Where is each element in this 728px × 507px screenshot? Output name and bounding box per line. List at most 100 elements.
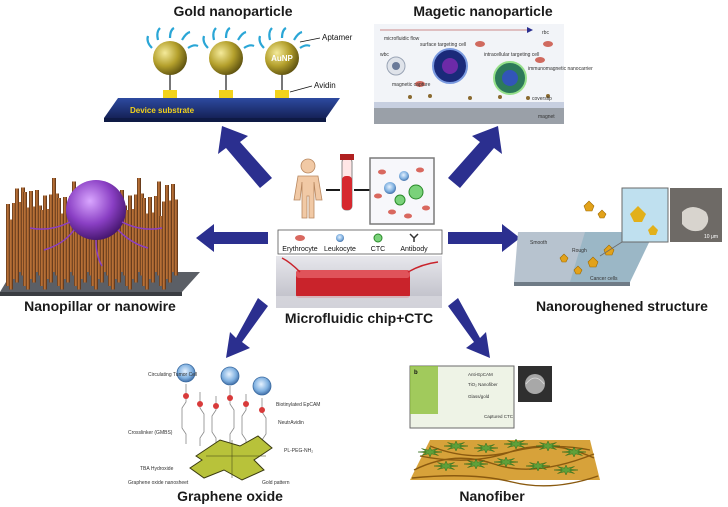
nanopillar — [148, 197, 152, 279]
nanopillar — [66, 212, 70, 283]
nanopillar — [168, 200, 172, 283]
arrow-to-graphene — [226, 298, 268, 358]
glass-label: Glass/gold — [468, 394, 490, 399]
arrow-to-nanofiber — [448, 298, 490, 358]
captured-ctc — [525, 460, 551, 472]
coverslip-label: coverslip — [532, 96, 552, 102]
captured-ctc — [473, 442, 499, 454]
leukocyte-icon — [336, 234, 344, 242]
avidin-label: Avidin — [314, 81, 336, 90]
nanopillar — [46, 209, 50, 279]
human-figure — [293, 158, 323, 219]
zoom-rough-surface — [599, 187, 669, 257]
captured-cell — [29, 180, 163, 267]
captured-label: Captured CTC — [484, 414, 514, 419]
nanopillar — [114, 191, 118, 279]
captured-ctc — [535, 440, 561, 452]
tio2-label: TiO₂ Nanofiber — [468, 382, 498, 387]
nanopillar — [142, 198, 146, 286]
scale-label: 10 μm — [704, 234, 718, 240]
antibody-icon — [409, 233, 419, 242]
nanocarrier-label: immunomagnetic nanocarrier — [528, 66, 593, 72]
nanopillar — [32, 206, 36, 283]
captured-ctc — [553, 464, 579, 476]
captured-ctc — [463, 458, 489, 470]
fiber-sem — [518, 366, 552, 402]
captured-ctc — [561, 446, 587, 458]
nanopillar — [134, 194, 138, 283]
nanopillar — [108, 192, 112, 286]
tba-label: TBA Hydroxide — [140, 466, 174, 472]
legend-erythrocyte: Erythrocyte — [282, 246, 318, 253]
nanopillar — [57, 198, 61, 286]
panel-nanoroughened: 10 μm Smooth Rough Cancer cells Nanoroug… — [514, 187, 722, 314]
captured-ctc-cells — [417, 438, 587, 476]
peg-label: PL-PEG-NH₂ — [284, 448, 313, 454]
nanopillar-title: Nanopillar or nanowire — [24, 298, 176, 314]
nanopillar — [35, 190, 39, 272]
magnetic-beads — [408, 94, 550, 100]
arrows — [196, 126, 520, 358]
microfluidic-chip — [276, 256, 442, 308]
cell-legend: Erythrocyte Leukocyte CTC Antibody — [277, 229, 443, 255]
nanorough-title: Nanoroughened structure — [536, 298, 708, 314]
nanopillar — [165, 185, 169, 279]
nanopillar — [91, 204, 95, 286]
rbc-label: rbc — [542, 30, 549, 36]
nanopillar — [97, 203, 101, 279]
arrow-to-nanopillar — [196, 224, 268, 252]
captured-ctc — [433, 460, 459, 472]
legend-ctc: CTC — [371, 246, 385, 253]
captured-ctc — [503, 438, 529, 450]
capture-label: magnetic capture — [392, 82, 431, 88]
coverslip — [374, 102, 564, 108]
nanopillar — [125, 210, 129, 286]
nanopillar — [137, 178, 141, 272]
nanopillar — [15, 188, 19, 283]
nanopillar — [18, 202, 22, 272]
aunp-label: AuNP — [271, 54, 293, 63]
arrow-to-magnetic — [448, 126, 502, 188]
nanopillar — [74, 216, 78, 286]
nanopillar — [52, 178, 56, 272]
nanopillar — [162, 201, 166, 290]
nanofiber-title: Nanofiber — [459, 488, 525, 504]
magnet-label: magnet — [538, 114, 555, 120]
nanosheet-label: Graphene oxide nanosheet — [128, 480, 189, 486]
nanopillar — [26, 207, 30, 290]
aptamer-strands — [146, 27, 311, 49]
crosslinker-label: Crosslinker (GMBS) — [128, 430, 173, 436]
magnet — [374, 108, 564, 124]
aunp-particle — [209, 41, 243, 98]
intracellular-targeting-cell — [493, 61, 527, 95]
graphene-title: Graphene oxide — [177, 488, 283, 504]
gold-title: Gold nanoparticle — [173, 3, 292, 19]
epcam-markers — [183, 393, 265, 413]
aptamer-label: Aptamer — [322, 33, 353, 42]
inset-tag: b — [414, 370, 418, 376]
nanopillar — [151, 212, 155, 283]
nanopillar — [128, 195, 132, 290]
cancer-cells — [559, 200, 615, 275]
nanopillar — [94, 219, 98, 290]
intracellular-cell-label: intracellular targeting cell — [484, 52, 539, 58]
panel-nanopillar: Nanopillar or nanowire — [0, 178, 200, 314]
nanopillar — [43, 195, 47, 290]
surface-cell-label: surface targeting cell — [420, 42, 466, 48]
blood-tube — [340, 154, 354, 211]
surface-targeting-cell — [432, 48, 468, 84]
nanopillar — [174, 199, 178, 276]
rough-label: Rough — [572, 248, 587, 254]
fiber-inset: b Anti-EpCAM TiO₂ Nanofiber Glass/gold C… — [409, 365, 515, 429]
panel-gold-nanoparticle: Gold nanoparticle AuNP Aptamer Avidin — [104, 3, 353, 122]
nanopillar — [111, 207, 115, 290]
panel-center: Erythrocyte Leukocyte CTC Antibody Micro… — [276, 154, 443, 326]
sem-image: 10 μm — [670, 188, 722, 242]
wbc-label: wbc — [380, 52, 389, 58]
nanopillar — [77, 201, 81, 290]
nanopillar — [12, 203, 16, 279]
magnetic-title: Magetic nanoparticle — [413, 3, 552, 19]
blood-sample-zoom — [369, 157, 435, 225]
cancer-label: Cancer cells — [590, 276, 618, 282]
